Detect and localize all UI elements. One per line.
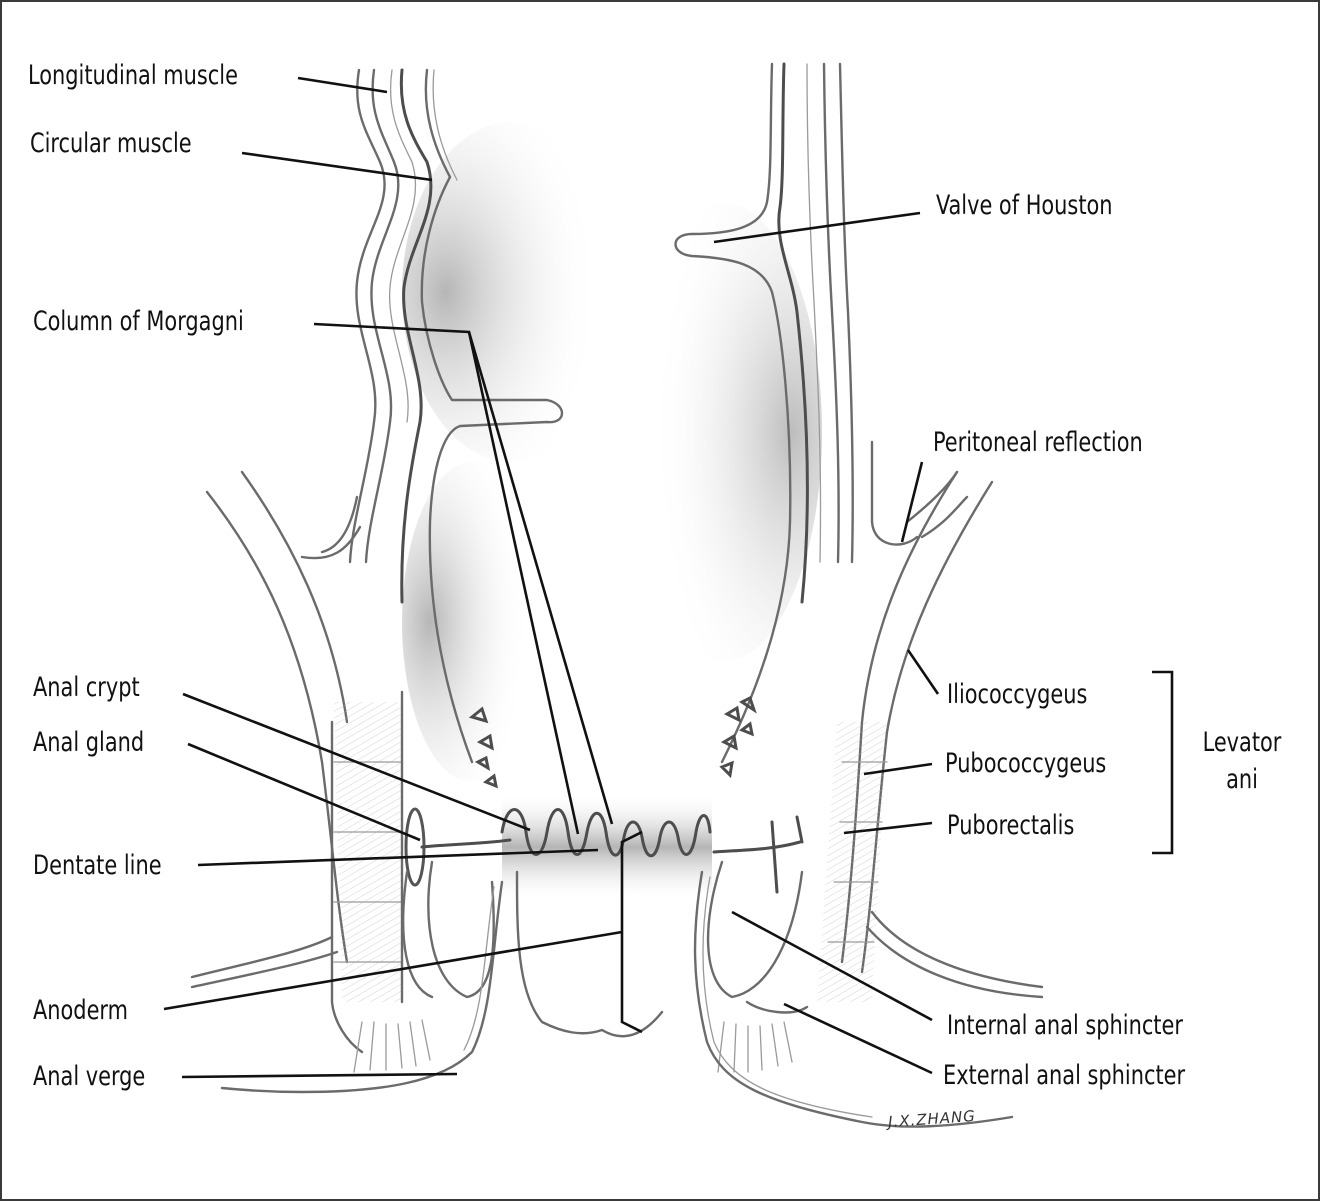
leader-dentate-line xyxy=(197,848,599,867)
label-levator-ani: Levator ani xyxy=(1182,729,1302,793)
label-puborectalis: Puborectalis xyxy=(947,810,1075,841)
label-anal-verge: Anal verge xyxy=(33,1061,146,1092)
right-levator-ani xyxy=(817,470,1044,1002)
leader-iliococcygeus xyxy=(906,649,940,695)
label-levator-ani-line2: ani xyxy=(1226,764,1258,795)
label-iliococcygeus: Iliococcygeus xyxy=(947,679,1088,710)
leader-anal-gland xyxy=(187,742,421,842)
label-pubococcygeus: Pubococcygeus xyxy=(945,748,1107,779)
leader-anoderm xyxy=(163,930,623,1011)
internal-sphincter-bodies xyxy=(401,860,809,1014)
leader-peritoneal-reflection xyxy=(900,461,924,543)
leader-column-of-morgagni-b xyxy=(467,331,614,825)
label-external-anal-sphincter: External anal sphincter xyxy=(943,1060,1186,1091)
label-dentate-line: Dentate line xyxy=(33,850,162,881)
leader-anal-verge xyxy=(181,1072,458,1079)
external-sphincter-fringes xyxy=(353,1019,793,1073)
leader-circular-muscle xyxy=(241,151,433,182)
label-longitudinal-muscle: Longitudinal muscle xyxy=(28,60,238,91)
label-anal-gland: Anal gland xyxy=(33,727,145,758)
label-internal-anal-sphincter: Internal anal sphincter xyxy=(947,1010,1183,1041)
leader-external-anal-sphincter xyxy=(783,1002,933,1075)
leader-puborectalis xyxy=(843,821,933,835)
label-levator-ani-line1: Levator xyxy=(1202,727,1282,758)
left-rectal-wall xyxy=(300,68,564,764)
label-anoderm: Anoderm xyxy=(33,995,128,1026)
left-levator-ani xyxy=(190,470,404,1054)
lumen-shading xyxy=(402,122,822,902)
label-anal-crypt: Anal crypt xyxy=(33,672,140,703)
anal-gland-clusters xyxy=(468,695,757,789)
label-circular-muscle: Circular muscle xyxy=(30,128,192,159)
label-column-of-morgagni: Column of Morgagni xyxy=(33,306,244,337)
leader-longitudinal-muscle xyxy=(297,76,388,94)
dentate-line-scallops xyxy=(404,807,804,894)
leader-pubococcygeus xyxy=(863,762,933,776)
label-peritoneal-reflection: Peritoneal reflection xyxy=(933,427,1143,458)
leader-lines xyxy=(163,76,1174,1079)
leader-internal-anal-sphincter xyxy=(731,910,933,1022)
leader-valve-of-houston xyxy=(713,211,921,244)
levator-ani-bracket xyxy=(1152,670,1174,855)
leader-anal-crypt xyxy=(182,692,531,832)
label-valve-of-houston: Valve of Houston xyxy=(936,190,1113,221)
